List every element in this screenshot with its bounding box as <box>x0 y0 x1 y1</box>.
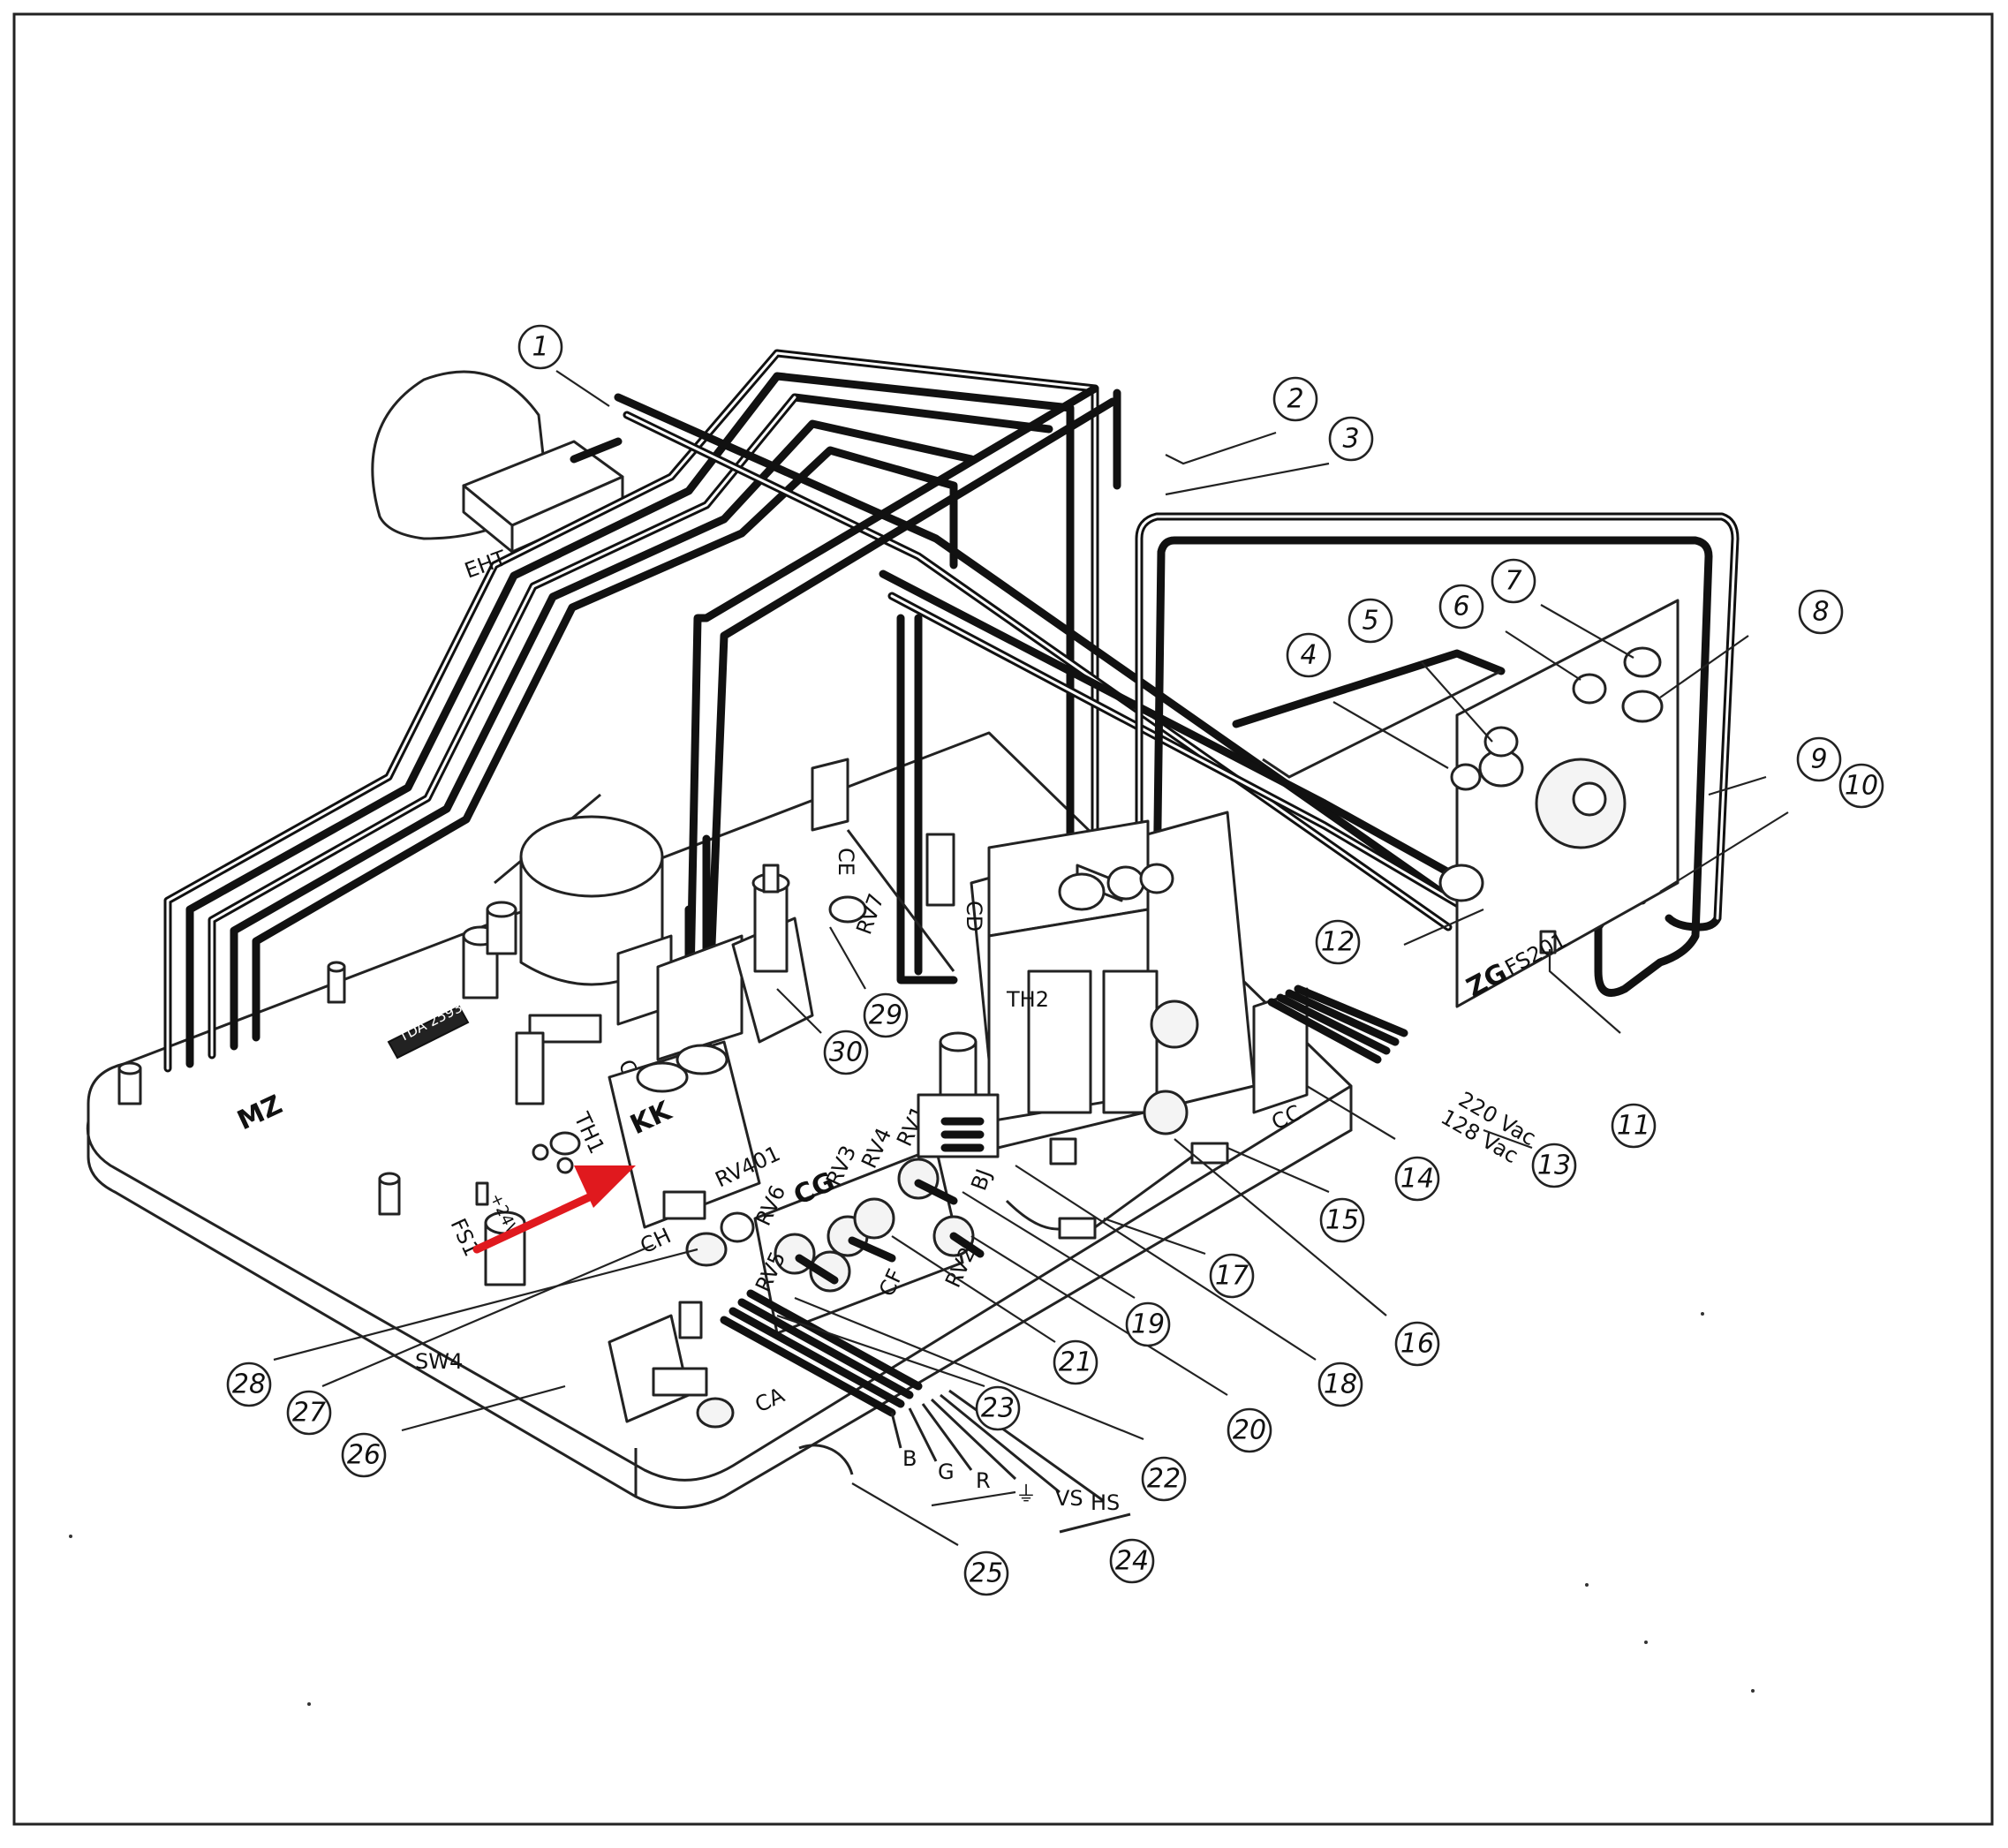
callout-12: 12 <box>1321 927 1355 958</box>
signal-vs: VS <box>1055 1486 1083 1511</box>
connectors-ce-cd: CE CD RV7 <box>811 758 986 938</box>
signal-ground: ⏚ <box>1015 1482 1037 1506</box>
callout-15: 15 <box>1325 1205 1359 1236</box>
connector-ca: CA B G R ⏚ VS HS <box>720 1289 1131 1534</box>
callout-28: 28 <box>232 1369 266 1400</box>
callout-24: 24 <box>1115 1546 1149 1577</box>
callout-19: 19 <box>1131 1309 1165 1340</box>
connector-cc: CC <box>1252 984 1408 1135</box>
panel-zg: ZG FS201 <box>1438 599 1680 1008</box>
callout-2: 2 <box>1287 384 1303 415</box>
signal-hs: HS <box>1091 1490 1120 1515</box>
scan-specks <box>69 1312 1755 1706</box>
callout-26: 26 <box>347 1440 381 1471</box>
callout-25: 25 <box>970 1558 1003 1589</box>
callout-20: 20 <box>1233 1415 1266 1446</box>
board-kk: KK RV401 CH <box>608 1040 784 1267</box>
callout-7: 7 <box>1505 566 1521 597</box>
callout-9: 9 <box>1810 744 1827 775</box>
callout-3: 3 <box>1342 424 1359 455</box>
coil-bj: BJ <box>917 1031 1229 1240</box>
thermistor-th1: TH1 <box>515 1014 609 1174</box>
callout-8: 8 <box>1812 597 1829 628</box>
callout-22: 22 <box>1147 1464 1181 1495</box>
pot-rv5[interactable] <box>809 1250 851 1293</box>
signal-r: R <box>976 1468 991 1493</box>
eht-cap <box>371 370 624 554</box>
th2-label: TH2 <box>1006 987 1049 1012</box>
callout-6: 6 <box>1453 592 1469 622</box>
wire-harness-top <box>614 384 1488 1082</box>
callout-18: 18 <box>1324 1369 1357 1400</box>
callout-27: 27 <box>292 1398 326 1429</box>
red-arrow-indicator <box>472 1165 636 1254</box>
callout-21: 21 <box>1059 1347 1092 1378</box>
switch-sw4 <box>608 1301 735 1429</box>
callout-11: 11 <box>1617 1111 1650 1142</box>
callout-4: 4 <box>1300 640 1317 671</box>
callout-leaders <box>273 370 1789 1546</box>
callout-23: 23 <box>981 1393 1015 1424</box>
sw4-label: SW4 <box>415 1349 463 1374</box>
callouts: 1 2 3 4 5 6 7 8 9 10 11 12 13 14 15 16 1… <box>226 324 1884 1596</box>
callout-5: 5 <box>1362 606 1378 637</box>
callout-10: 10 <box>1845 771 1878 802</box>
cd-label: CD <box>962 901 986 932</box>
drawing-frame <box>12 12 1994 1826</box>
callout-30: 30 <box>829 1037 863 1068</box>
pot-rv4[interactable] <box>853 1197 895 1240</box>
callout-16: 16 <box>1400 1329 1434 1360</box>
capacitor-small-group <box>117 901 526 1286</box>
signal-b: B <box>902 1446 917 1471</box>
callout-14: 14 <box>1400 1164 1434 1195</box>
ce-label: CE <box>834 848 858 876</box>
callout-1: 1 <box>532 332 548 363</box>
callout-17: 17 <box>1215 1261 1249 1292</box>
callout-13: 13 <box>1537 1150 1571 1181</box>
signal-g: G <box>938 1460 955 1484</box>
callout-29: 29 <box>869 1000 902 1031</box>
board-th2: TH2 <box>925 811 1256 1165</box>
